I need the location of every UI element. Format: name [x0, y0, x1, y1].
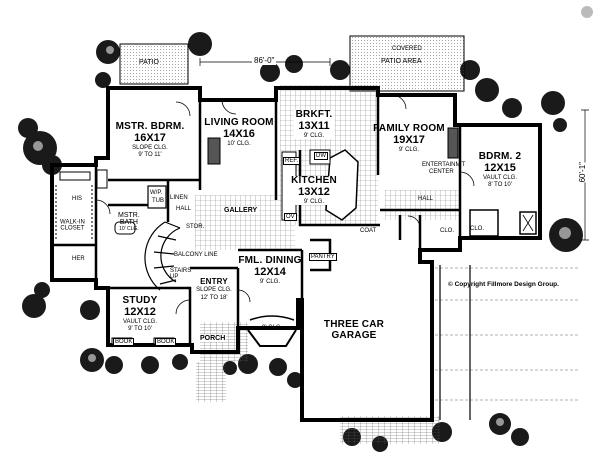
landscaping-shrubs [18, 6, 593, 452]
